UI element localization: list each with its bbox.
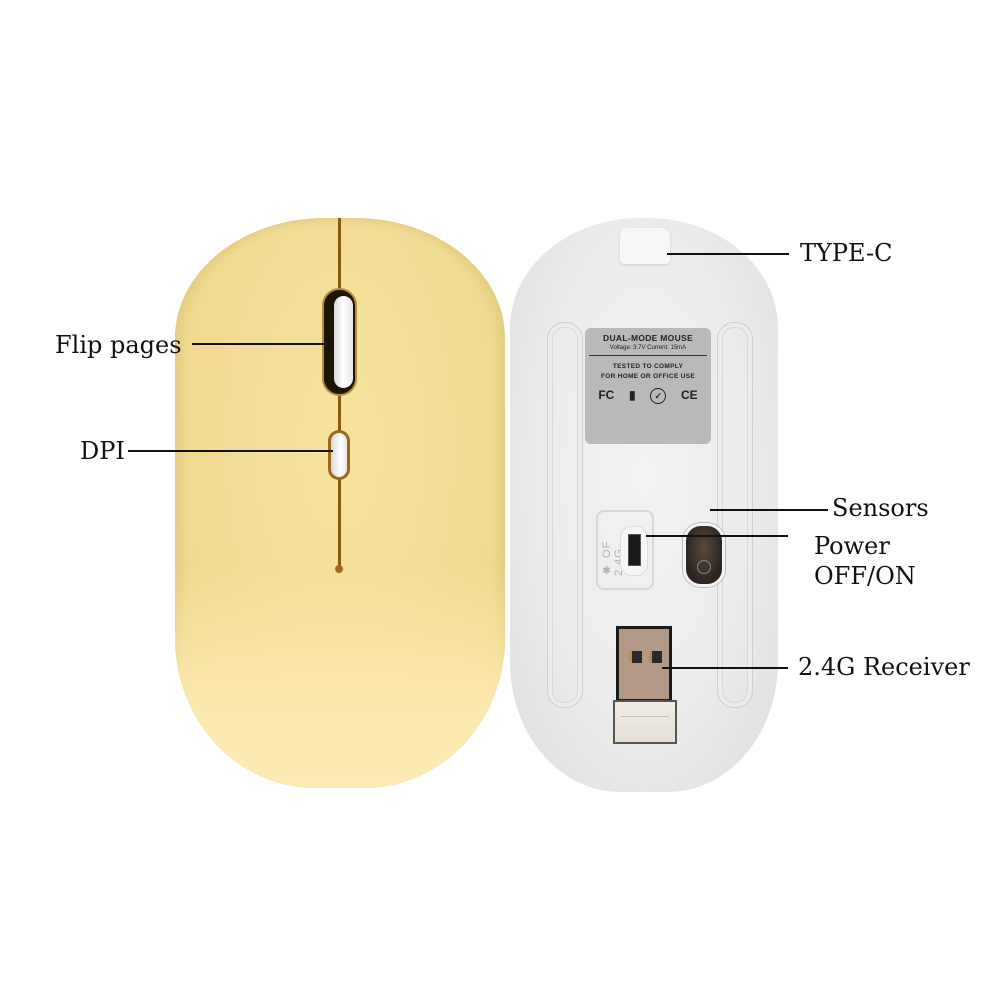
sensor-ring-icon bbox=[697, 560, 711, 574]
usb-contact bbox=[629, 651, 642, 663]
power-switch[interactable] bbox=[628, 534, 641, 566]
fcc-icon: FC bbox=[598, 388, 615, 402]
usb-receiver[interactable] bbox=[613, 626, 677, 744]
label-divider bbox=[589, 355, 707, 356]
callout-type-c: TYPE-C bbox=[800, 239, 893, 267]
label-title: DUAL-MODE MOUSE bbox=[603, 333, 693, 343]
callout-line-flip-pages bbox=[192, 343, 332, 345]
callout-receiver: 2.4G Receiver bbox=[798, 653, 970, 681]
callout-line-dpi bbox=[128, 450, 333, 452]
center-seam-upper bbox=[338, 218, 341, 290]
mouse-bottom-view: DUAL-MODE MOUSE Voltage: 3.7V Current: 1… bbox=[510, 218, 778, 792]
callout-power-line-2: OFF/ON bbox=[814, 562, 916, 590]
seam-end-dot bbox=[335, 565, 343, 573]
callout-flip-pages: Flip pages bbox=[55, 331, 182, 359]
glide-rail-right bbox=[717, 322, 753, 708]
callout-line-power bbox=[646, 535, 788, 537]
callout-line-type-c bbox=[667, 253, 789, 255]
callout-dpi: DPI bbox=[80, 437, 125, 465]
center-seam-lower bbox=[338, 478, 341, 568]
power-switch-slot bbox=[620, 526, 648, 576]
callout-power-line-1: Power bbox=[814, 532, 890, 560]
label-line-1: TESTED TO COMPLY bbox=[612, 363, 684, 370]
optical-sensor bbox=[683, 523, 725, 587]
usb-contact bbox=[649, 651, 662, 663]
dpi-button[interactable] bbox=[328, 430, 350, 480]
surface-highlight bbox=[175, 568, 505, 788]
callout-line-sensors bbox=[710, 509, 828, 511]
check-circle-icon: ✓ bbox=[650, 388, 667, 404]
glide-rail-left bbox=[547, 322, 583, 708]
scroll-wheel[interactable] bbox=[334, 296, 353, 388]
mouse-icon: ▮ bbox=[629, 388, 636, 402]
certification-icons: FC ▮ ✓ CE bbox=[585, 388, 711, 404]
scroll-wheel-slot bbox=[322, 288, 357, 396]
usb-connector bbox=[616, 626, 672, 702]
label-specs: Voltage: 3.7V Current: 15mA bbox=[609, 345, 687, 351]
ce-icon: CE bbox=[680, 388, 698, 402]
mode-switch-panel: ✱ OF 2.4G bbox=[596, 510, 654, 590]
mouse-top-view bbox=[175, 218, 505, 788]
callout-power: Power OFF/ON bbox=[814, 531, 916, 591]
mode-switch-text: ✱ OF 2.4G bbox=[601, 540, 625, 576]
spec-label: DUAL-MODE MOUSE Voltage: 3.7V Current: 1… bbox=[585, 328, 711, 444]
callout-line-receiver bbox=[662, 667, 788, 669]
callout-sensors: Sensors bbox=[832, 494, 929, 522]
type-c-port bbox=[620, 228, 670, 264]
usb-receiver-grip bbox=[613, 700, 677, 744]
label-line-2: FOR HOME OR OFFICE USE bbox=[601, 373, 695, 380]
center-seam-middle bbox=[338, 394, 341, 432]
